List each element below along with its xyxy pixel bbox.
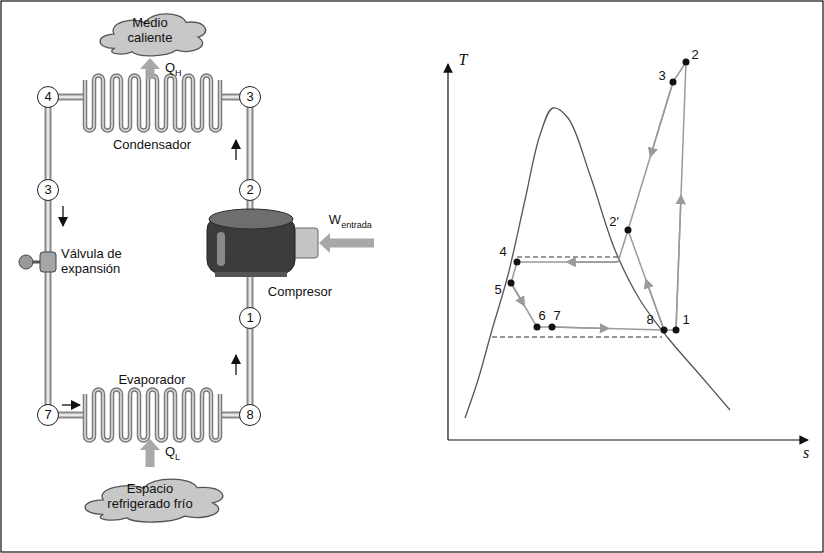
state-point bbox=[661, 327, 668, 334]
component-name: Válvula de expansión bbox=[61, 247, 133, 277]
component-name: Compresor bbox=[268, 285, 332, 300]
state-number: 3 bbox=[239, 86, 261, 108]
state-number-text: 3 bbox=[44, 183, 51, 198]
compressor-top bbox=[209, 209, 293, 229]
heat-in-arrow-head bbox=[140, 439, 160, 450]
schematic bbox=[19, 58, 374, 467]
state-point bbox=[534, 324, 541, 331]
process-line bbox=[673, 62, 686, 82]
state-point bbox=[625, 227, 632, 234]
axis-label: T bbox=[459, 51, 468, 69]
reservoir-name: Medio caliente bbox=[115, 16, 185, 46]
compressor-highlight bbox=[217, 232, 225, 266]
state-point bbox=[673, 327, 680, 334]
state-label: 3 bbox=[658, 69, 665, 84]
s-axis bbox=[448, 439, 808, 440]
reservoir-cloud: Medio caliente bbox=[90, 3, 210, 60]
compressor-foot bbox=[215, 272, 287, 277]
valve-body bbox=[40, 252, 56, 272]
process-line bbox=[618, 230, 628, 262]
process-arrow bbox=[552, 327, 608, 329]
component-name: Condensador bbox=[113, 138, 191, 153]
state-number: 1 bbox=[239, 307, 261, 329]
process-arrow bbox=[646, 280, 664, 330]
compressor-side-box bbox=[293, 228, 318, 258]
quantity-subscript: entrada bbox=[341, 220, 372, 230]
state-point bbox=[549, 324, 556, 331]
state-number-text: 2 bbox=[246, 183, 253, 198]
state-label: 5 bbox=[494, 283, 501, 298]
heat-in-arrow-shaft bbox=[146, 450, 155, 467]
flow-arrow bbox=[62, 404, 80, 405]
state-point bbox=[508, 280, 515, 287]
state-point bbox=[514, 259, 521, 266]
dashed-line bbox=[492, 337, 662, 338]
state-label: 2 bbox=[691, 48, 698, 63]
state-number: 2 bbox=[239, 179, 261, 201]
state-number-text: 1 bbox=[246, 311, 253, 326]
saturation-dome bbox=[465, 108, 730, 418]
heat-out-arrow-head bbox=[140, 58, 160, 69]
state-number-text: 4 bbox=[44, 90, 51, 105]
process-arrow bbox=[511, 283, 524, 305]
condenser-coil-core bbox=[85, 76, 220, 131]
work-in-arrow-head bbox=[319, 233, 330, 253]
cloud-shape bbox=[100, 13, 206, 55]
t-axis bbox=[447, 64, 448, 440]
quantity-subscript: L bbox=[175, 452, 180, 462]
evaporator-coil bbox=[85, 390, 220, 441]
state-point bbox=[683, 59, 690, 66]
condenser-coil bbox=[85, 76, 220, 131]
reservoir-cloud: Espacio refrigerado frío bbox=[72, 468, 228, 526]
state-number-text: 8 bbox=[246, 408, 253, 423]
state-label: 4 bbox=[499, 245, 506, 260]
flow-arrow bbox=[235, 355, 236, 375]
component-name: Evaporador bbox=[118, 373, 185, 388]
work-in-arrow-shaft bbox=[330, 239, 374, 248]
state-label: 6 bbox=[538, 309, 545, 324]
state-label: 8 bbox=[646, 313, 653, 328]
process-line bbox=[552, 327, 664, 330]
state-number-text: 3 bbox=[246, 90, 253, 105]
state-label: 2′ bbox=[609, 215, 619, 230]
quantity-symbol: Q bbox=[165, 445, 175, 460]
flow-arrow bbox=[235, 140, 236, 160]
state-label: 1 bbox=[682, 313, 689, 328]
state-number: 4 bbox=[37, 86, 59, 108]
quantity-subscript: H bbox=[175, 68, 182, 78]
process-line bbox=[676, 62, 686, 330]
heat-out-arrow-shaft bbox=[146, 69, 155, 79]
ts-diagram bbox=[448, 59, 808, 441]
process-line bbox=[628, 82, 673, 230]
quantity-symbol: W bbox=[329, 213, 341, 228]
process-line bbox=[517, 261, 618, 263]
process-line bbox=[628, 230, 664, 330]
evaporator-coil-core bbox=[85, 390, 220, 441]
state-point bbox=[670, 79, 677, 86]
dashed-line bbox=[517, 257, 618, 258]
valve-handle bbox=[19, 255, 33, 269]
cloud-shape bbox=[85, 479, 223, 522]
process-arrow bbox=[676, 196, 681, 330]
process-arrow bbox=[651, 82, 674, 156]
axis-label: s bbox=[803, 444, 809, 462]
state-number-text: 7 bbox=[44, 408, 51, 423]
state-number: 7 bbox=[37, 404, 59, 426]
state-label: 7 bbox=[553, 309, 560, 324]
process-line bbox=[511, 283, 537, 327]
reservoir-name: Espacio refrigerado frío bbox=[104, 482, 196, 512]
state-number: 3 bbox=[37, 179, 59, 201]
state-number: 8 bbox=[239, 404, 261, 426]
process-arrow bbox=[568, 261, 619, 263]
quantity-symbol: Q bbox=[165, 61, 175, 76]
flow-arrow bbox=[62, 206, 63, 226]
